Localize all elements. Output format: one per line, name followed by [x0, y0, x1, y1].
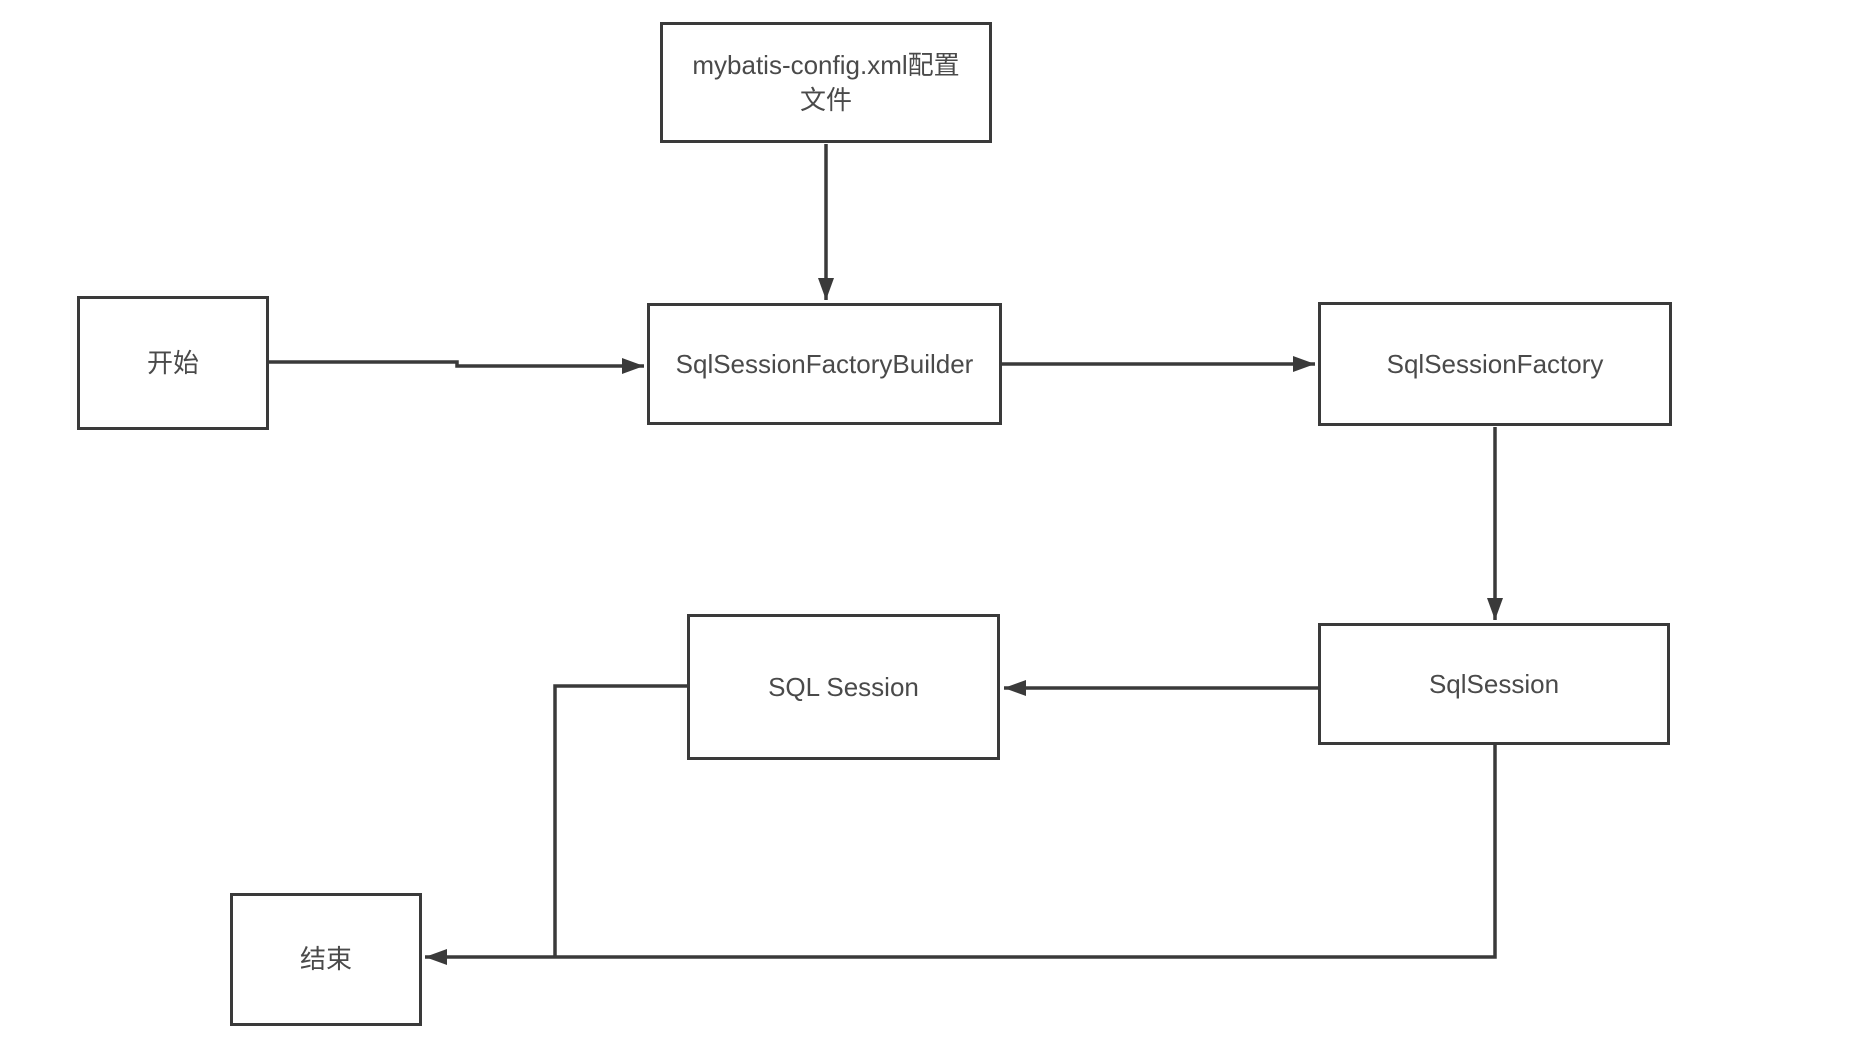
node-config-file-label: mybatis-config.xml配置文件	[692, 50, 960, 115]
node-session-factory-label: SqlSessionFactory	[1386, 348, 1604, 379]
edge-start-to-builder	[269, 358, 644, 374]
node-sql-session: SQL Session	[687, 614, 1000, 760]
node-sql-session-label: SQL Session	[768, 671, 919, 702]
edge-sqlsessionbox-to-bottom-rail	[553, 684, 687, 957]
node-config-file: mybatis-config.xml配置文件	[660, 22, 992, 143]
edge-sqlsession-to-end	[425, 745, 1497, 965]
node-sql-session-object-label: SqlSession	[1428, 668, 1560, 699]
node-session-factory: SqlSessionFactory	[1318, 302, 1672, 426]
node-end-label: 结束	[299, 944, 352, 975]
node-sql-session-object: SqlSession	[1318, 623, 1670, 745]
node-start-label: 开始	[146, 347, 199, 378]
node-start: 开始	[77, 296, 269, 430]
node-session-factory-builder-label: SqlSessionFactoryBuilder	[675, 348, 974, 379]
node-end: 结束	[230, 893, 422, 1026]
node-session-factory-builder: SqlSessionFactoryBuilder	[647, 303, 1002, 425]
